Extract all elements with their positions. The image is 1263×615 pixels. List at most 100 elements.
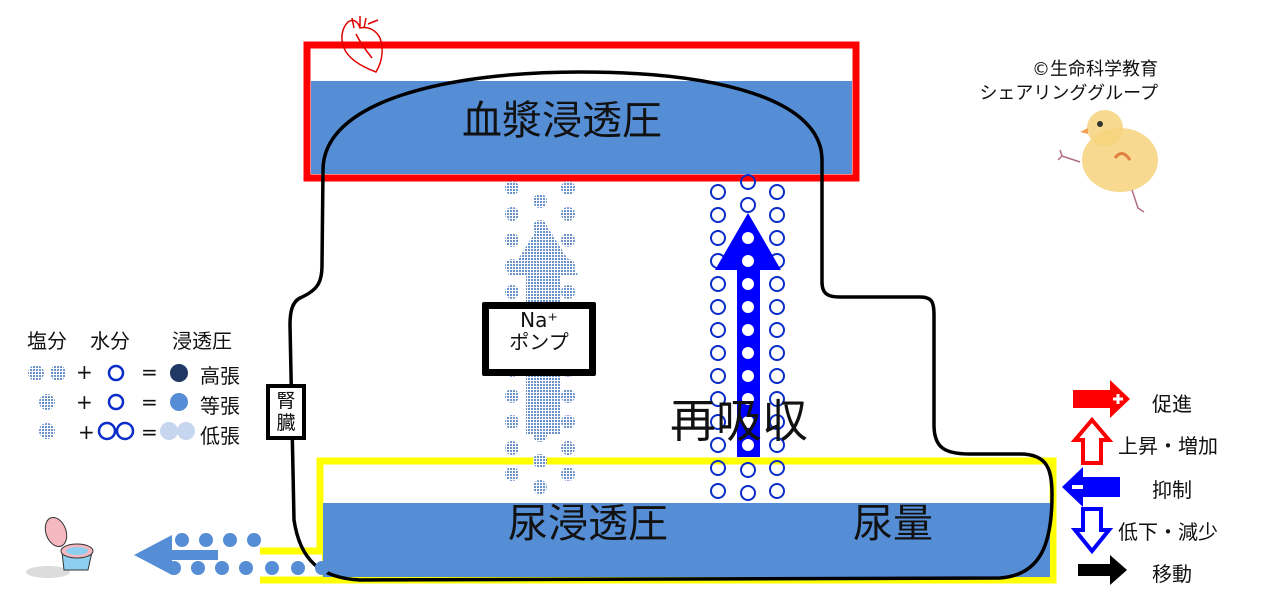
water-circle xyxy=(769,322,785,338)
urine-dot xyxy=(239,561,253,575)
urine-dot xyxy=(223,533,237,547)
water-circle xyxy=(740,197,756,213)
water-circle xyxy=(710,460,726,476)
water-circle xyxy=(769,483,785,499)
increase-arrow-icon xyxy=(1070,416,1114,465)
water-inner-dot xyxy=(742,232,754,244)
salt-dot xyxy=(561,233,575,247)
water-circle xyxy=(740,462,756,478)
legend-isotonic-label: 等張 xyxy=(200,394,240,418)
water-circle xyxy=(710,276,726,292)
heart-icon xyxy=(341,16,383,73)
water-circle xyxy=(769,230,785,246)
kidney-label-line1: 腎 xyxy=(276,390,296,412)
water-circle xyxy=(740,174,756,190)
water-circle xyxy=(769,299,785,315)
urine-volume-label: 尿量 xyxy=(853,501,933,547)
inhibit-arrow-icon xyxy=(1062,467,1120,507)
water-symbol xyxy=(107,364,125,382)
legend-hypertonic-label: 高張 xyxy=(200,364,240,388)
salt-dot xyxy=(561,441,575,455)
legend-hypotonic-label: 低張 xyxy=(200,424,240,448)
excretion-arrow-icon xyxy=(134,533,329,575)
excretion-tube xyxy=(260,547,322,584)
water-circle xyxy=(710,207,726,223)
salt-dot xyxy=(533,454,547,468)
urine-dot xyxy=(291,561,305,575)
urine-dot xyxy=(215,561,229,575)
water-circle xyxy=(769,276,785,292)
legend-inhibit-label: 抑制 xyxy=(1152,478,1192,502)
legend-promote-label: 促進 xyxy=(1152,392,1192,416)
promote-arrow-icon xyxy=(1073,380,1130,418)
salt-dot xyxy=(505,207,519,221)
water-circle xyxy=(710,345,726,361)
legend-plus-2: + xyxy=(76,390,93,414)
salt-dot xyxy=(561,467,575,481)
legend-equals-2: = xyxy=(141,390,158,414)
water-circle xyxy=(710,368,726,384)
water-circle xyxy=(769,345,785,361)
water-circle xyxy=(710,437,726,453)
water-circle xyxy=(710,184,726,200)
water-circle xyxy=(769,414,785,430)
osmotic-result-dot xyxy=(170,364,188,382)
salt-dot xyxy=(561,415,575,429)
na-pump-label-line2: ポンプ xyxy=(509,330,569,354)
legend-plus-1: + xyxy=(76,360,93,384)
legend-equals-3: = xyxy=(141,420,158,444)
copyright-line1: ©生命科学教育 xyxy=(1032,59,1158,80)
salt-dot xyxy=(561,285,575,299)
water-circle xyxy=(769,368,785,384)
plasma-osmotic-pressure-label: 血漿浸透圧 xyxy=(462,98,662,144)
salt-dot xyxy=(505,415,519,429)
legend-equals-1: = xyxy=(141,360,158,384)
salt-dot xyxy=(561,207,575,221)
move-arrow-icon xyxy=(1078,555,1127,585)
water-symbol xyxy=(107,393,125,411)
water-circle xyxy=(769,184,785,200)
salt-dot xyxy=(561,181,575,195)
water-circle xyxy=(769,391,785,407)
water-inner-dot xyxy=(742,347,754,359)
urine-osmotic-pressure-label: 尿浸透圧 xyxy=(508,501,668,547)
osmotic-result-dot xyxy=(170,393,188,411)
urine-dot xyxy=(315,561,329,575)
arrow-legend-icons xyxy=(1062,380,1130,585)
reabsorption-label: 再吸収 xyxy=(670,394,808,448)
water-circle xyxy=(710,414,726,430)
salt-symbol xyxy=(50,365,66,381)
salt-dot xyxy=(505,467,519,481)
toilet-icon xyxy=(26,516,94,578)
water-circle xyxy=(710,230,726,246)
water-inner-dot xyxy=(742,324,754,336)
copyright-line2: シェアリンググループ xyxy=(979,83,1158,104)
legend-plus-3: + xyxy=(78,420,95,444)
water-inner-dot xyxy=(742,301,754,313)
water-circle xyxy=(710,483,726,499)
water-inner-dots xyxy=(742,232,754,451)
water-circle xyxy=(710,322,726,338)
water-inner-dot xyxy=(742,278,754,290)
chick-icon xyxy=(1057,110,1158,213)
salt-dot xyxy=(505,181,519,195)
urine-dot xyxy=(199,533,213,547)
legend-decrease-label: 低下・減少 xyxy=(1118,520,1218,544)
na-pump-box: Na⁺ ポンプ xyxy=(482,302,596,376)
salt-dot xyxy=(533,480,547,494)
urine-dot xyxy=(247,533,261,547)
water-inner-dot xyxy=(742,439,754,451)
salt-dot xyxy=(561,389,575,403)
water-symbol xyxy=(115,421,135,441)
legend-header-osmotic: 浸透圧 xyxy=(172,329,232,353)
salt-dot xyxy=(505,441,519,455)
water-circle xyxy=(769,437,785,453)
salt-dot xyxy=(505,285,519,299)
salt-dot xyxy=(505,233,519,247)
kidney-label-line2: 臓 xyxy=(276,412,296,434)
water-inner-dot xyxy=(742,416,754,428)
water-circle xyxy=(740,485,756,501)
kidney-outline xyxy=(288,70,1054,582)
copyright-notice: ©生命科学教育 シェアリンググループ xyxy=(900,58,1158,106)
na-pump-label-line1: Na⁺ xyxy=(520,308,558,332)
